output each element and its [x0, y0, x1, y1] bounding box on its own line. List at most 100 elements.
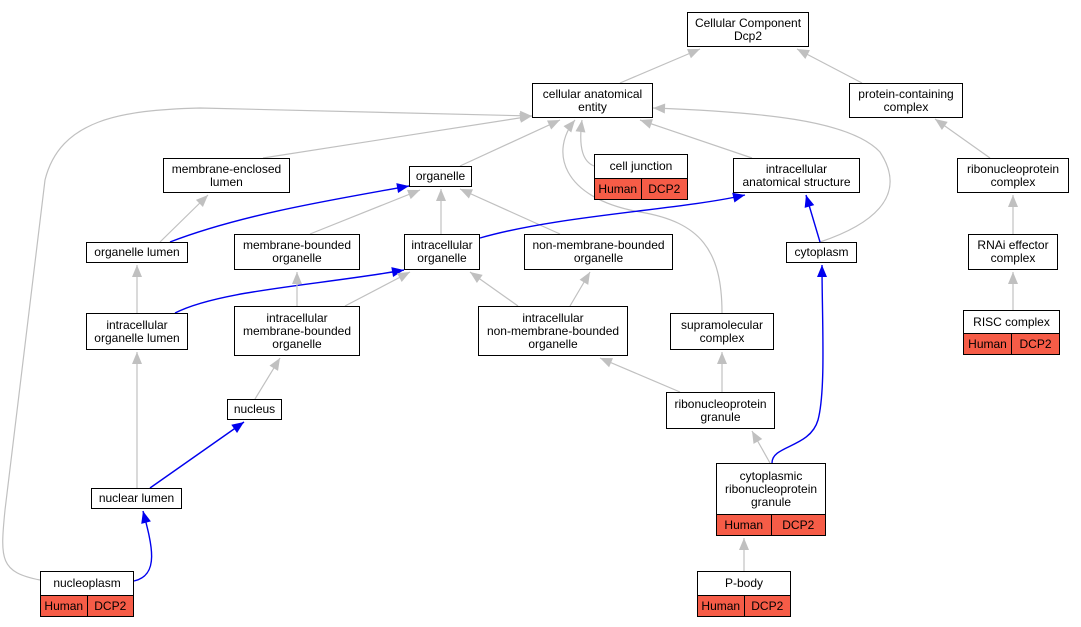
go-term-nucleus[interactable]: nucleus — [227, 399, 282, 420]
go-term-membrane-enclosed-lumen[interactable]: membrane-enclosed lumen — [163, 158, 290, 193]
species-tag: Human — [595, 179, 641, 199]
go-term-label: intracellular anatomical structure — [742, 161, 851, 189]
go-term-label: intracellular membrane-bounded organelle — [242, 310, 352, 351]
go-term-label: Cellular Component Dcp2 — [694, 15, 802, 43]
go-term-organelle[interactable]: organelle — [409, 166, 472, 187]
edge-arrowhead — [717, 352, 727, 364]
edge-arrowhead — [575, 120, 586, 133]
go-term-label: cell junction — [609, 159, 673, 173]
go-term-cellular-anatomical-entity[interactable]: cellular anatomical entity — [532, 83, 653, 118]
go-term-intracellular-anatomical-structure[interactable]: intracellular anatomical structure — [733, 158, 860, 193]
go-term-rnai-effector-complex[interactable]: RNAi effector complex — [968, 234, 1058, 270]
edge-arrowhead — [935, 119, 948, 131]
is-a-edge-organelle — [459, 119, 561, 167]
edge-arrowhead — [436, 189, 446, 201]
edge-arrowhead — [269, 358, 280, 371]
gene-tag: DCP2 — [770, 515, 825, 535]
is-a-edge-protein-containing-complex — [796, 48, 863, 84]
go-term-organelle-lumen[interactable]: organelle lumen — [86, 242, 188, 263]
part-of-edge-organelle-lumen — [169, 185, 410, 243]
go-term-supramolecular-complex[interactable]: supramolecular complex — [670, 313, 774, 350]
edge-arrowhead — [797, 49, 810, 59]
go-term-intracellular-organelle[interactable]: intracellular organelle — [404, 234, 480, 270]
edge-arrowhead — [292, 272, 302, 284]
go-term-label: ribonucleoprotein complex — [966, 161, 1060, 189]
go-term-label: cytoplasmic ribonucleoprotein granule — [724, 468, 818, 509]
edge-arrowhead — [460, 189, 473, 199]
edge-arrowhead — [739, 538, 749, 550]
go-term-label: cytoplasm — [794, 245, 849, 259]
go-term-label: organelle lumen — [94, 245, 180, 259]
edge-arrowhead — [687, 49, 700, 59]
species-tag: Human — [41, 596, 87, 616]
go-term-label: intracellular non-membrane-bounded organ… — [486, 310, 620, 351]
edge-arrowhead — [519, 110, 532, 121]
is-a-edge-non-membrane-bounded-organelle — [459, 188, 561, 235]
edge-arrowhead — [600, 358, 613, 368]
go-term-membrane-bounded-organelle[interactable]: membrane-bounded organelle — [234, 234, 360, 270]
go-term-nuclear-lumen[interactable]: nuclear lumen — [91, 488, 182, 509]
is-a-edge-ribonucleoprotein-granule — [599, 357, 681, 393]
gene-tag: DCP2 — [1011, 334, 1059, 354]
edge-arrowhead — [391, 267, 404, 278]
go-term-label: organelle — [415, 169, 466, 183]
species-tag: Human — [964, 334, 1011, 354]
go-term-label: nuclear lumen — [98, 491, 175, 505]
go-term-label: cellular anatomical entity — [542, 86, 643, 114]
is-a-edge-intracellular-membrane-bounded-organelle — [344, 271, 411, 307]
go-term-label: nucleus — [233, 402, 276, 416]
go-term-label: membrane-bounded organelle — [242, 238, 352, 265]
edge-arrowhead — [397, 272, 410, 282]
go-term-cytoplasm[interactable]: cytoplasm — [786, 242, 857, 263]
go-term-intracellular-organelle-lumen[interactable]: intracellular organelle lumen — [86, 313, 188, 350]
go-term-label: intracellular organelle — [411, 238, 473, 265]
edge-arrowhead — [132, 352, 142, 364]
gene-tag: DCP2 — [640, 179, 687, 199]
edge-arrowhead — [132, 265, 142, 277]
is-a-edge-membrane-enclosed-lumen — [262, 115, 533, 159]
go-term-label: intracellular organelle lumen — [94, 317, 180, 345]
part-of-edge-nuclear-lumen — [149, 421, 245, 489]
go-term-non-membrane-bounded-organelle[interactable]: non-membrane-bounded organelle — [524, 234, 673, 270]
go-term-protein-containing-complex[interactable]: protein-containing complex — [849, 83, 963, 118]
go-term-label: membrane-enclosed lumen — [171, 161, 282, 189]
edge-arrowhead — [470, 272, 483, 284]
go-term-label: protein-containing complex — [858, 86, 954, 114]
go-term-cellular-component[interactable]: Cellular Component Dcp2 — [687, 12, 809, 47]
part-of-edge-intracellular-organelle-lumen — [174, 269, 405, 314]
part-of-edge-cytoplasmic-ribonucleoprotein-granule — [771, 264, 824, 464]
edge-arrowhead — [579, 272, 590, 285]
go-term-label: P-body — [724, 576, 764, 590]
edge-arrowhead — [640, 119, 653, 129]
go-term-intracellular-membrane-bounded-organelle[interactable]: intracellular membrane-bounded organelle — [234, 306, 360, 356]
go-term-label: non-membrane-bounded organelle — [532, 238, 665, 265]
go-term-ribonucleoprotein-granule[interactable]: ribonucleoprotein granule — [666, 392, 775, 429]
go-term-label: ribonucleoprotein granule — [674, 396, 767, 424]
edge-arrowhead — [1008, 272, 1018, 284]
species-tag: Human — [698, 596, 744, 616]
edge-arrowhead — [653, 103, 666, 114]
edge-arrowhead — [407, 189, 420, 200]
is-a-edge-cellular-anatomical-entity — [619, 48, 701, 84]
edge-arrowhead — [396, 183, 409, 194]
go-term-intracellular-non-membrane-bounded-organelle[interactable]: intracellular non-membrane-bounded organ… — [478, 306, 628, 356]
go-term-label: RISC complex — [973, 314, 1050, 329]
go-term-ribonucleoprotein-complex[interactable]: ribonucleoprotein complex — [957, 158, 1069, 193]
go-term-label: supramolecular complex — [680, 317, 764, 345]
edge-arrowhead — [804, 195, 815, 208]
is-a-edge-nucleoplasm — [2, 107, 533, 581]
edge-arrowhead — [141, 511, 151, 524]
gene-tag: DCP2 — [86, 596, 133, 616]
go-term-label: RNAi effector complex — [977, 238, 1049, 265]
edge-arrowhead — [752, 431, 763, 444]
part-of-edge-intracellular-organelle — [479, 194, 746, 239]
